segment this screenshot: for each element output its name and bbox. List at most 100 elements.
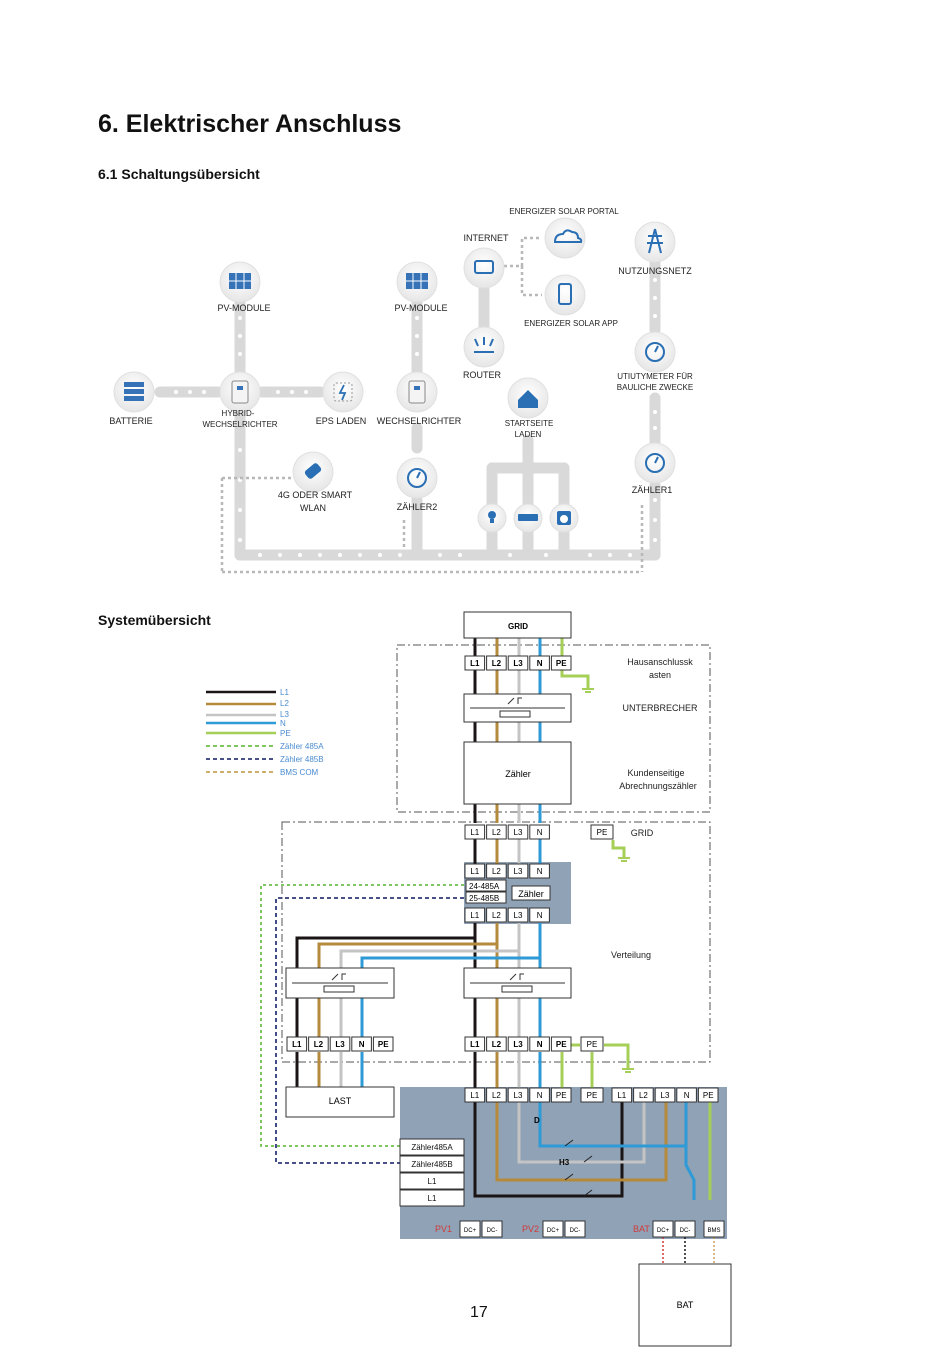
internet-node (463, 247, 505, 289)
energizer-portal-label: ENERGIZER SOLAR PORTAL (509, 207, 619, 216)
house-connection-enclosure (396, 644, 711, 813)
pv1-dc-plus-label: DC+ (464, 1228, 477, 1234)
meter-in-terminal-label: N (537, 867, 543, 876)
pv2-dc-minus (564, 1220, 586, 1238)
energizer-portal-node (544, 217, 586, 259)
inverter-eps-terminal-label: L3 (661, 1091, 670, 1100)
meter-out-terminal-label: L1 (470, 911, 479, 920)
inverter-grid-terminal-label: L3 (514, 1091, 523, 1100)
system-heading: Systemübersicht (98, 612, 211, 628)
page-number: 17 (470, 1304, 488, 1321)
bat-dc-plus (652, 1220, 674, 1238)
communication-lines (220, 236, 644, 574)
startseite-label-2: LADEN (515, 430, 542, 439)
meter-out-terminal-cell (507, 907, 529, 923)
meter-485b-label: 25-485B (469, 894, 499, 903)
pv2-dc-plus (542, 1220, 564, 1238)
pv2-dc-plus-label: DC+ (547, 1228, 560, 1234)
pv-module-label-1: PV-MODULE (217, 303, 270, 313)
light-bulb-node (477, 503, 507, 533)
startseite-label-1: STARTSEITE (505, 419, 554, 428)
inverter-grid-terminal-cell (550, 1087, 572, 1103)
meter2-node (396, 457, 438, 499)
energizer-app-label: ENERGIZER SOLAR APP (524, 319, 618, 328)
load-terminal-cell (308, 1036, 329, 1052)
load-box (285, 1086, 395, 1118)
router-label: ROUTER (463, 370, 502, 380)
main-terminal-label: L1 (470, 1040, 480, 1049)
meter-in-terminal-cell (507, 863, 529, 879)
pv1-dc-plus (459, 1220, 481, 1238)
house-terminal-cell (507, 655, 529, 671)
main-terminal-cell (529, 1036, 550, 1052)
grid-label: GRID (508, 622, 528, 631)
main-terminal-cell (486, 1036, 507, 1052)
pv-module-label-2: PV-MODULE (394, 303, 447, 313)
main-terminal-cell (550, 1036, 572, 1052)
meter-in-terminal-cell (464, 863, 486, 879)
hausanschluss-label-1: Hausanschlussk (627, 657, 693, 667)
house-terminal-cell (486, 655, 507, 671)
meter-label: Zähler (518, 889, 544, 899)
inverter-eps-terminal-cell (676, 1087, 697, 1103)
extra-pe-terminal-label: PE (587, 1040, 598, 1049)
utility-meter-node (634, 331, 676, 373)
washing-machine-node (549, 503, 579, 533)
grid-terminal-cell (486, 824, 507, 840)
inverter-grid-terminal-label: L2 (492, 1091, 501, 1100)
zaehler1-label: ZÄHLER1 (632, 485, 673, 495)
bat-dc-minus (674, 1220, 696, 1238)
inverter-eps-terminal-label: L1 (617, 1091, 626, 1100)
legend-l3: L3 (280, 710, 289, 719)
pv2-label: PV2 (522, 1224, 539, 1234)
main-terminal-label: N (537, 1040, 543, 1049)
smart-wlan-label-2: WLAN (300, 503, 326, 513)
load-terminal-cell (372, 1036, 394, 1052)
wire-legend: L1 L2 L3 N PE Zähler 485A Zähler 485B BM… (206, 688, 324, 777)
inverter-grid-terminal-cell (507, 1087, 529, 1103)
pv1-label: PV1 (435, 1224, 452, 1234)
inverter-485a-label: Zähler485A (411, 1143, 453, 1152)
hausanschluss-label-2: asten (649, 670, 671, 680)
bat-dc-plus-label: DC+ (657, 1228, 670, 1234)
hybrid-label-1: HYBRID- (222, 409, 255, 418)
battery-node (113, 371, 155, 413)
legend-485b: Zähler 485B (280, 755, 324, 764)
eps-load-node (322, 371, 364, 413)
air-conditioner-node (513, 503, 543, 533)
house-terminal-label: L1 (470, 659, 480, 668)
pv2-dc-minus-label: DC- (570, 1228, 581, 1234)
house-terminal-cell (550, 655, 572, 671)
house-terminal-label: N (537, 659, 543, 668)
inverter-pe-terminal-label: PE (587, 1091, 598, 1100)
grid-pe-terminal-label: PE (597, 828, 608, 837)
house-terminal-label: L2 (492, 659, 502, 668)
unterbrecher-label: UNTERBRECHER (622, 703, 698, 713)
smart-wlan-label-1: 4G ODER SMART (278, 490, 353, 500)
internet-label: INTERNET (464, 233, 510, 243)
inverter-eps-terminal-label: PE (703, 1091, 714, 1100)
house-terminal-label: PE (556, 659, 567, 668)
kundenseitige-label-2: Abrechnungszähler (619, 781, 697, 791)
eps-laden-label: EPS LADEN (316, 416, 367, 426)
main-terminal-label: L3 (513, 1040, 523, 1049)
load-terminal-label: L1 (292, 1040, 302, 1049)
legend-pe: PE (280, 729, 291, 738)
circuit-overview-diagram: ENERGIZER SOLAR PORTAL INTERNET ENERGIZE… (109, 207, 693, 574)
grid-terminal-label: L3 (514, 828, 523, 837)
load-terminal-cell (329, 1036, 351, 1052)
load-breaker (285, 967, 395, 999)
inverter-l1b-label: L1 (428, 1194, 437, 1203)
inverter-485b-label: Zähler485B (411, 1160, 452, 1169)
load-terminal-label: L2 (314, 1040, 324, 1049)
grid2-label: GRID (631, 828, 654, 838)
inverter-grid-terminal-cell (529, 1087, 550, 1103)
verteilung-label: Verteilung (611, 950, 651, 960)
inverter-grid-terminal-label: PE (556, 1091, 567, 1100)
hybrid-label-2: WECHSELRICHTER (202, 420, 277, 429)
home-load-node (507, 377, 549, 419)
pv-module-node-2 (396, 261, 438, 303)
house-breaker (463, 693, 572, 723)
load-label: LAST (329, 1096, 352, 1106)
